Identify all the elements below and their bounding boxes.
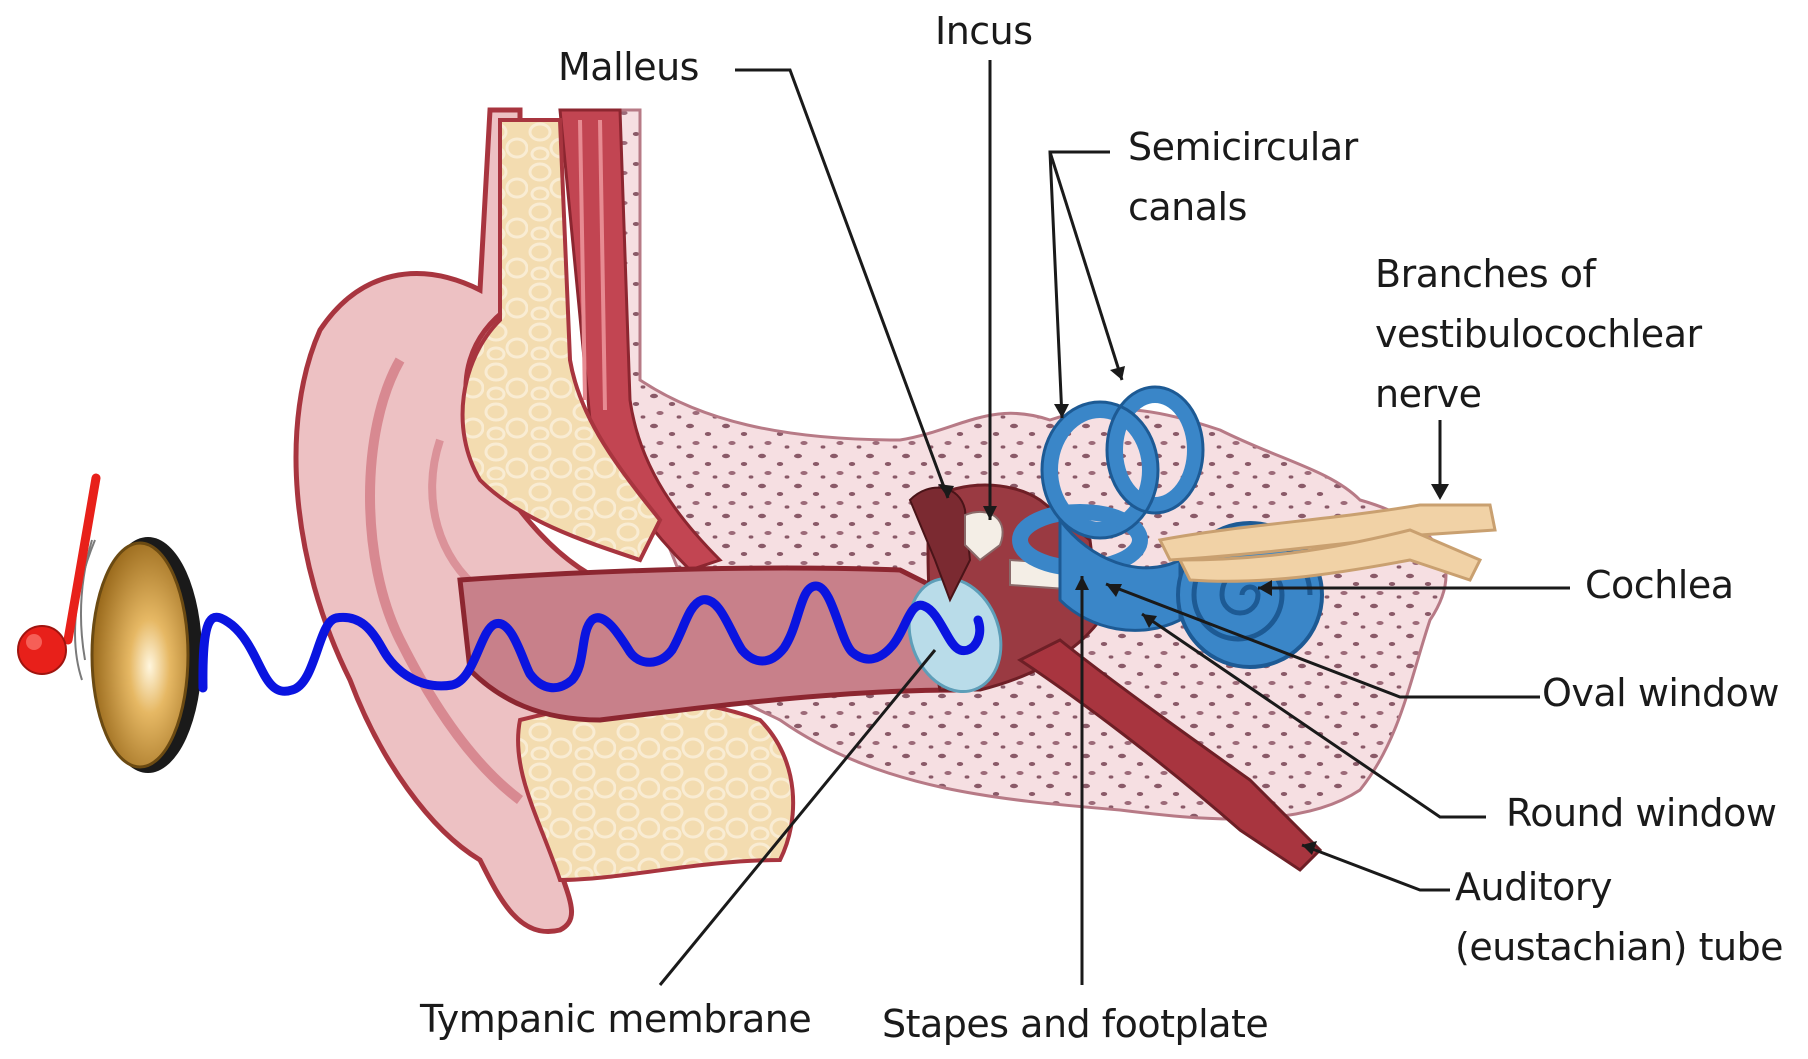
label-semicircular-line1: Semicircular bbox=[1128, 118, 1358, 176]
label-incus: Incus bbox=[935, 2, 1033, 60]
label-malleus: Malleus bbox=[558, 38, 699, 96]
label-auditory-line1: Auditory bbox=[1455, 858, 1612, 916]
gong-icon bbox=[75, 537, 202, 773]
label-branches-line3: nerve bbox=[1375, 365, 1481, 423]
label-tympanic-membrane: Tympanic membrane bbox=[420, 990, 811, 1048]
label-branches-line1: Branches of bbox=[1375, 245, 1595, 303]
label-auditory-line2: (eustachian) tube bbox=[1455, 918, 1783, 976]
label-cochlea: Cochlea bbox=[1585, 556, 1733, 614]
label-branches-line2: vestibulocochlear bbox=[1375, 305, 1702, 363]
label-oval-window: Oval window bbox=[1542, 664, 1779, 722]
label-stapes-footplate: Stapes and footplate bbox=[882, 995, 1268, 1053]
label-round-window: Round window bbox=[1506, 784, 1776, 842]
label-semicircular-line2: canals bbox=[1128, 178, 1247, 236]
